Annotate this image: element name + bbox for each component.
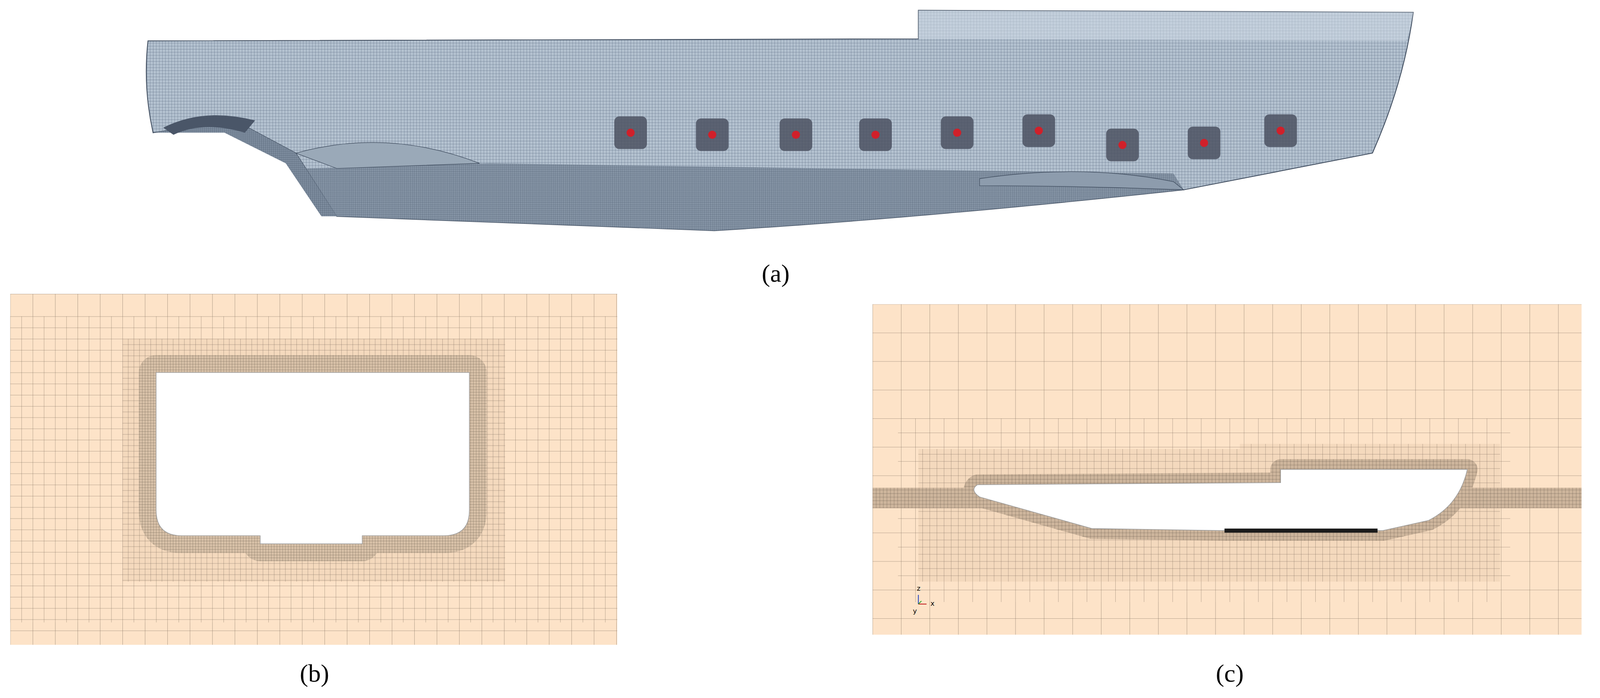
panel-label: (c)	[1215, 660, 1245, 686]
axis-label: y	[912, 607, 917, 615]
axis-triad	[918, 594, 927, 605]
panel-label: (b)	[299, 660, 330, 686]
profile-mesh	[872, 303, 1582, 635]
hull-surface-mesh	[146, 10, 1414, 232]
axis-label: x	[930, 600, 935, 608]
panel-label: (a)	[761, 260, 790, 286]
axis-label: z	[916, 585, 921, 593]
section-mesh	[10, 293, 618, 645]
